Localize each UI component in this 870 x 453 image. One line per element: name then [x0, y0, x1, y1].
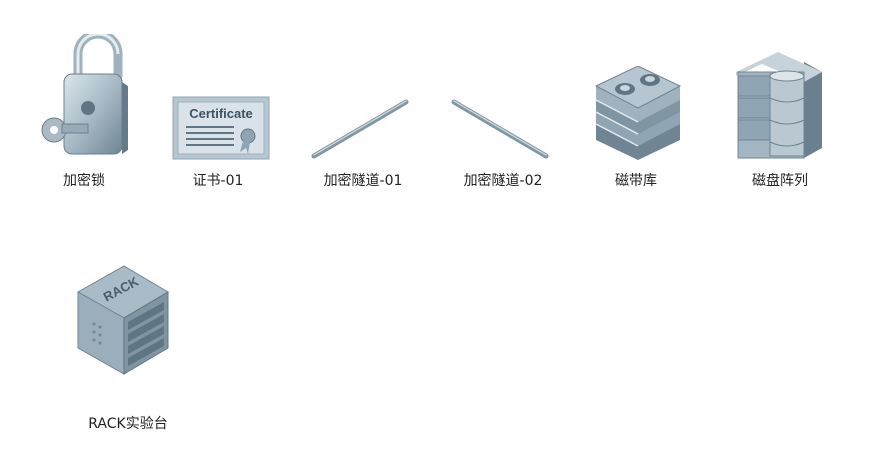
tape-library-node[interactable] — [592, 66, 684, 162]
rack-server-icon: RACK — [76, 265, 169, 375]
rack-node[interactable]: RACK — [76, 262, 170, 376]
tunnel-01-label: 加密隧道-01 — [323, 173, 403, 189]
rack-label: RACK实验台 — [88, 416, 168, 432]
lock-icon — [41, 34, 128, 155]
certificate-caption: Certificate — [189, 106, 253, 121]
tunnel-line-icon — [311, 99, 409, 159]
tunnel-02-label: 加密隧道-02 — [463, 173, 543, 189]
certificate-node[interactable]: Certificate — [172, 96, 270, 160]
certificate-label: 证书-01 — [192, 173, 244, 189]
tunnel-01-node[interactable] — [310, 98, 410, 160]
tunnel-line-icon — [451, 99, 549, 159]
disk-array-icon — [736, 52, 822, 159]
tape-library-icon — [594, 66, 682, 160]
lock-label: 加密锁 — [63, 173, 105, 189]
disk-array-node[interactable] — [734, 50, 826, 162]
certificate-icon: Certificate — [172, 96, 270, 160]
lock-node[interactable] — [36, 34, 132, 160]
disk-array-label: 磁盘阵列 — [752, 173, 808, 189]
tunnel-02-node[interactable] — [450, 98, 550, 160]
tape-library-label: 磁带库 — [615, 173, 657, 189]
